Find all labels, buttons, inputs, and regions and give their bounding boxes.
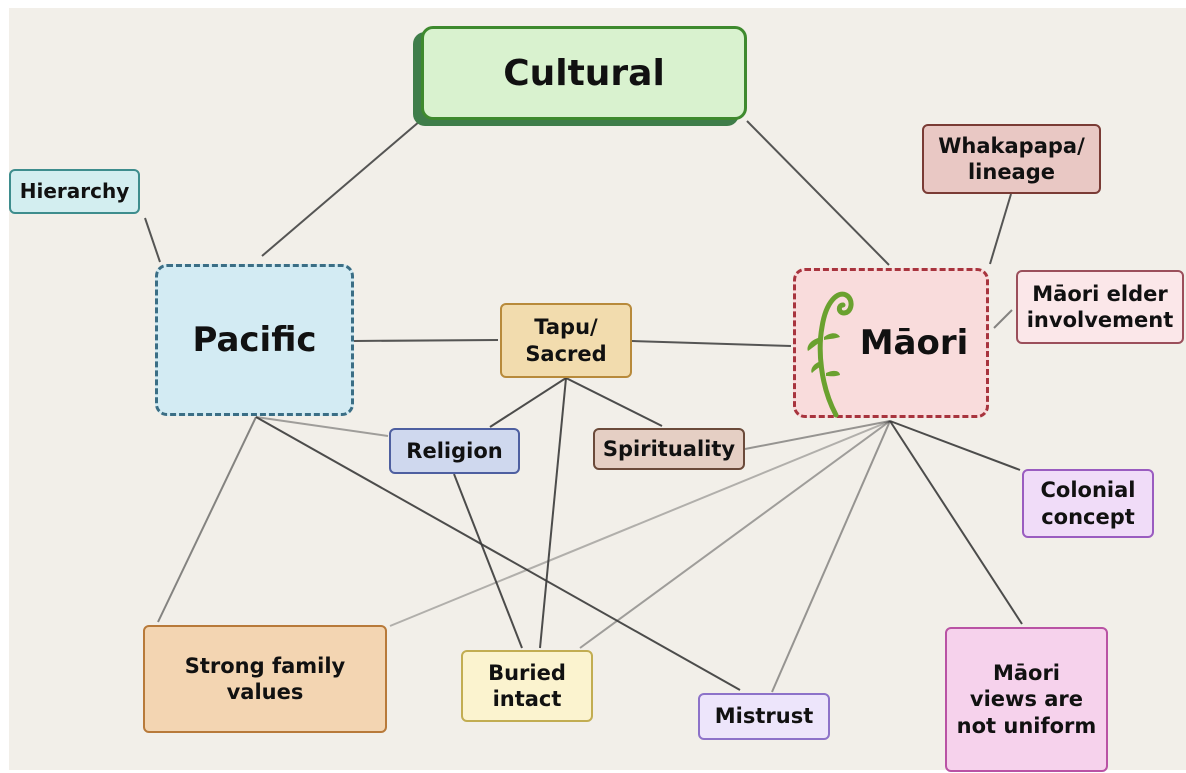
node-buried-intact: Buried intact xyxy=(461,650,593,722)
edge-tapu-buried xyxy=(539,377,567,649)
node-tapu-label: Tapu/ Sacred xyxy=(525,315,607,366)
edge-tapu-maori xyxy=(631,340,792,347)
edge-hierarchy-pacific xyxy=(144,217,161,263)
edge-tapu-religion xyxy=(489,377,567,428)
node-strong-family-values: Strong family values xyxy=(143,625,387,733)
node-spirituality: Spirituality xyxy=(593,428,745,470)
node-maori-label: Māori xyxy=(859,322,969,363)
node-elder-label: Māori elder involvement xyxy=(1026,281,1174,332)
node-views-label: Māori views are not uniform xyxy=(956,661,1097,738)
node-whakapapa-label: Whakapapa/ lineage xyxy=(938,133,1085,184)
node-spirituality-label: Spirituality xyxy=(602,436,736,461)
node-pacific-label: Pacific xyxy=(192,319,317,360)
edge-cultural-maori xyxy=(746,120,890,266)
node-pacific: Pacific xyxy=(155,264,354,416)
node-hierarchy-label: Hierarchy xyxy=(19,179,130,203)
edge-pacific-tapu xyxy=(353,339,499,342)
node-buried-label: Buried intact xyxy=(488,660,566,711)
edge-spirituality-maori xyxy=(744,420,891,450)
node-maori: Māori xyxy=(793,268,989,418)
node-cultural-label: Cultural xyxy=(503,52,665,94)
node-mistrust: Mistrust xyxy=(698,693,830,740)
edge-maori-colonial xyxy=(889,420,1021,471)
node-strong-family-label: Strong family values xyxy=(184,653,346,704)
edge-cultural-pacific xyxy=(261,120,421,257)
fern-koru-icon xyxy=(807,291,854,418)
node-maori-elder-involvement: Māori elder involvement xyxy=(1016,270,1184,344)
edge-maori-buried xyxy=(579,420,891,649)
node-colonial-label: Colonial concept xyxy=(1040,478,1136,529)
edge-whakapapa-maori xyxy=(989,193,1012,265)
edge-maori-mistrust xyxy=(771,420,891,693)
node-religion: Religion xyxy=(389,428,520,474)
edge-tapu-spirituality xyxy=(565,377,663,427)
node-tapu-sacred: Tapu/ Sacred xyxy=(500,303,632,378)
edge-maori-strong xyxy=(389,420,891,627)
node-religion-label: Religion xyxy=(406,438,503,463)
node-colonial-concept: Colonial concept xyxy=(1022,469,1154,538)
node-mistrust-label: Mistrust xyxy=(714,704,814,729)
edge-elder-maori xyxy=(993,309,1013,329)
edge-religion-buried xyxy=(453,473,523,649)
edge-pacific-strong xyxy=(157,416,257,623)
node-maori-views-not-uniform: Māori views are not uniform xyxy=(945,627,1108,772)
node-hierarchy: Hierarchy xyxy=(9,169,140,214)
node-cultural: Cultural xyxy=(421,26,747,120)
node-whakapapa: Whakapapa/ lineage xyxy=(922,124,1101,194)
edge-maori-views xyxy=(889,420,1023,625)
edge-pacific-religion xyxy=(255,416,389,437)
edge-pacific-mistrust xyxy=(255,416,741,691)
